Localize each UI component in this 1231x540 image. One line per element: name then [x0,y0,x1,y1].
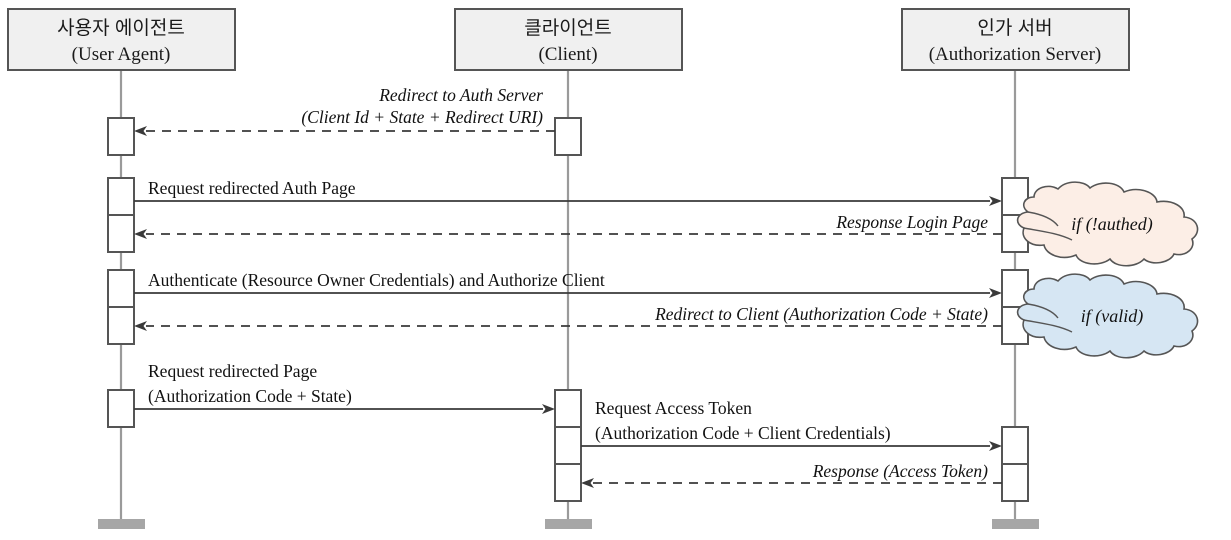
cloud-inner-line-3 [1027,303,1059,319]
participant-header-user-agent[interactable] [7,8,236,71]
message-label-m3-line1: Response Login Page [835,212,988,232]
message-m8[interactable]: Response (Access Token) [581,461,1002,488]
activation-client-2a[interactable] [554,389,582,428]
arrowhead-m2 [989,196,1002,206]
activation-user-agent-4[interactable] [107,389,135,428]
participant-user-agent[interactable]: 사용자 에이전트 (User Agent) [7,8,236,529]
activation-user-agent-2a[interactable] [107,177,135,216]
activation-auth-server-3b[interactable] [1001,463,1029,502]
participant-name-en-client: (Client) [538,44,597,65]
message-label-m7-line1: Request Access Token [595,398,752,418]
participant-header-auth-server[interactable] [901,8,1130,71]
cloud-inner-line-2 [1023,227,1073,241]
participant-header-client[interactable] [454,8,683,71]
cloud-inner-line-4 [1023,319,1073,333]
message-label-m1-line1: Redirect to Auth Server [378,85,543,105]
arrowhead-m1 [134,126,147,136]
participant-name-ko-client: 클라이언트 [524,17,611,39]
activation-user-agent-3a[interactable] [107,269,135,308]
message-label-m7-line2: (Authorization Code + Client Credentials… [595,423,891,443]
message-m5[interactable]: Redirect to Client (Authorization Code +… [134,304,1002,331]
arrowhead-m6 [542,404,555,414]
lifeline-foot-client [545,519,592,529]
cloud-shape-valid [1016,273,1199,359]
participant-name-ko-auth-server: 인가 서버 [977,17,1052,39]
message-label-m6-line2: (Authorization Code + State) [148,386,352,406]
message-label-m4-line1: Authenticate (Resource Owner Credentials… [148,270,605,290]
message-label-m6-line1: Request redirected Page [148,361,317,381]
activation-user-agent-1[interactable] [107,117,135,156]
participant-name-en-user-agent: (User Agent) [72,44,171,65]
activation-client-1[interactable] [554,117,582,156]
activation-client-2b[interactable] [554,426,582,465]
lifeline-foot-user-agent [98,519,145,529]
message-label-m2-line1: Request redirected Auth Page [148,178,356,198]
arrowhead-m4 [989,288,1002,298]
message-m4[interactable]: Authenticate (Resource Owner Credentials… [134,270,1002,298]
activation-auth-server-1a[interactable] [1001,177,1029,216]
arrowhead-m5 [134,321,147,331]
activation-auth-server-3a[interactable] [1001,426,1029,465]
arrowhead-m7 [989,441,1002,451]
message-m2[interactable]: Request redirected Auth Page [134,178,1002,206]
activation-user-agent-3b[interactable] [107,306,135,345]
note-label-valid: if (valid) [1081,306,1143,327]
arrowhead-m3 [134,229,147,239]
message-label-m1-line2: (Client Id + State + Redirect URI) [301,107,543,127]
note-if-not-authed[interactable]: if (!authed) [1016,181,1199,267]
cloud-inner-line-1 [1027,211,1059,227]
arrowhead-m8 [581,478,594,488]
participant-name-en-auth-server: (Authorization Server) [929,44,1102,65]
activation-user-agent-2b[interactable] [107,214,135,253]
message-label-m8-line1: Response (Access Token) [812,461,988,481]
participant-name-ko-user-agent: 사용자 에이전트 [57,17,185,39]
note-label-authed: if (!authed) [1071,214,1152,235]
message-m1[interactable]: Redirect to Auth Server (Client Id + Sta… [134,85,555,136]
note-if-valid[interactable]: if (valid) [1016,273,1199,359]
message-m6[interactable]: Request redirected Page (Authorization C… [134,361,555,414]
participant-auth-server[interactable]: 인가 서버 (Authorization Server) [901,8,1130,529]
message-m7[interactable]: Request Access Token (Authorization Code… [581,398,1002,451]
participant-client[interactable]: 클라이언트 (Client) [454,8,683,529]
message-m3[interactable]: Response Login Page [134,212,1002,239]
activation-auth-server-2a[interactable] [1001,269,1029,308]
activation-client-2c[interactable] [554,463,582,502]
lifeline-foot-auth-server [992,519,1039,529]
cloud-shape-authed [1016,181,1199,267]
message-label-m5-line1: Redirect to Client (Authorization Code +… [654,304,988,324]
